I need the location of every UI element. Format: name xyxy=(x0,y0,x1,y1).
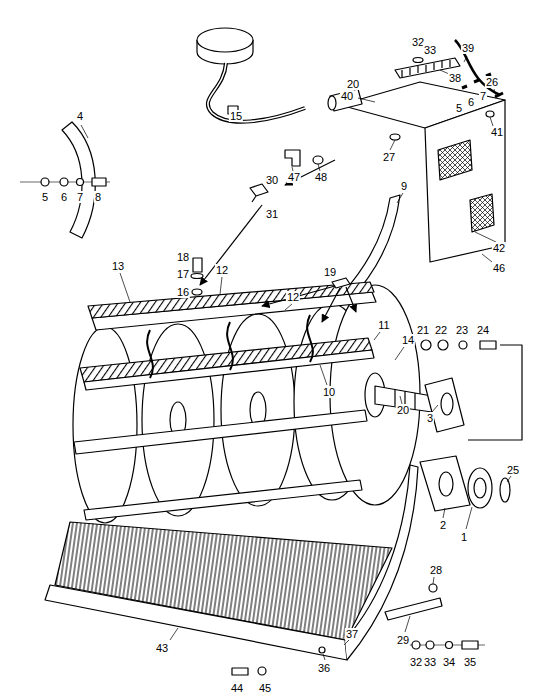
callout-number: 27 xyxy=(382,151,396,163)
callout-number: 10 xyxy=(322,386,336,398)
callout-number: 6 xyxy=(467,96,475,108)
callout-number: 1 xyxy=(460,531,468,543)
callout-number: 24 xyxy=(476,324,490,336)
callout-number: 43 xyxy=(155,642,169,654)
callout-number: 18 xyxy=(176,251,190,263)
callout-number: 31 xyxy=(265,208,279,220)
callout-number: 34 xyxy=(442,656,456,668)
callout-number: 6 xyxy=(60,191,68,203)
callout-number: 12 xyxy=(215,264,229,276)
callout-number: 33 xyxy=(423,44,437,56)
callout-number: 30 xyxy=(265,174,279,186)
callout-number: 22 xyxy=(434,324,448,336)
callout-number: 48 xyxy=(314,171,328,183)
callout-number: 39 xyxy=(461,42,475,54)
callout-number: 3 xyxy=(426,412,434,424)
callout-number: 23 xyxy=(455,324,469,336)
callout-number: 35 xyxy=(463,656,477,668)
callout-number: 8 xyxy=(94,191,102,203)
callout-number: 33 xyxy=(423,656,437,668)
callout-number: 7 xyxy=(76,191,84,203)
callout-number: 41 xyxy=(490,126,504,138)
callout-number: 17 xyxy=(176,268,190,280)
callout-number: 20 xyxy=(396,404,410,416)
callout-number: 11 xyxy=(377,319,390,331)
callout-number: 16 xyxy=(176,286,190,298)
callout-number: 2 xyxy=(439,519,447,531)
callout-number: 36 xyxy=(317,662,331,674)
callout-number: 5 xyxy=(41,191,49,203)
callout-number: 44 xyxy=(230,682,244,694)
callout-number: 47 xyxy=(287,171,301,183)
callout-number: 19 xyxy=(323,266,337,278)
callout-number: 40 xyxy=(340,90,354,102)
callout-number: 42 xyxy=(492,242,506,254)
callout-number: 45 xyxy=(258,682,272,694)
callout-number: 12 xyxy=(286,291,300,303)
callout-number: 32 xyxy=(409,656,423,668)
callout-number: 25 xyxy=(506,464,520,476)
callout-number: 13 xyxy=(111,260,125,272)
callout-number: 9 xyxy=(400,180,408,192)
callout-number: 4 xyxy=(76,110,84,122)
callout-number: 29 xyxy=(396,634,410,646)
callout-number: 20 xyxy=(346,78,360,90)
callout-number: 37 xyxy=(345,628,359,640)
callout-number: 7 xyxy=(479,90,487,102)
callout-number: 46 xyxy=(492,262,506,274)
callout-number: 14 xyxy=(401,334,415,346)
callout-number: 26 xyxy=(485,76,499,88)
callout-number: 21 xyxy=(416,324,430,336)
callout-number: 15 xyxy=(229,110,243,122)
callout-number: 38 xyxy=(448,72,462,84)
callout-number: 5 xyxy=(455,102,463,114)
callout-number: 28 xyxy=(429,564,443,576)
